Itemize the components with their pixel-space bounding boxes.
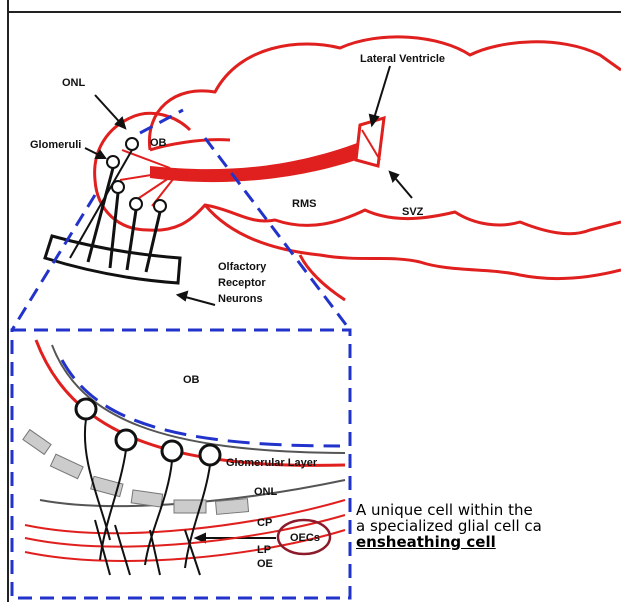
label-ob-top: OB: [150, 137, 167, 149]
label-cp: CP: [257, 517, 272, 529]
label-rms: RMS: [292, 198, 316, 210]
label-onl-top: ONL: [62, 77, 86, 89]
rms-stream: [150, 118, 384, 182]
caption-line-1: A unique cell within the: [356, 502, 621, 518]
label-glomeruli: Glomeruli: [30, 139, 81, 151]
inset-box: [12, 110, 350, 598]
label-lp: LP: [257, 544, 271, 556]
label-orn-2: Receptor: [218, 277, 266, 289]
label-svz: SVZ: [402, 206, 424, 218]
label-onl-inset: ONL: [254, 486, 278, 498]
caption-text: A unique cell within the a specialized g…: [356, 502, 621, 550]
label-lateral-ventricle: Lateral Ventricle: [360, 53, 445, 65]
label-ob-inset: OB: [183, 374, 200, 386]
label-glomerular-layer: Glomerular Layer: [226, 457, 318, 469]
label-orn-1: Olfactory: [218, 261, 267, 273]
caption-line-2: a specialized glial cell ca: [356, 518, 621, 534]
label-oe: OE: [257, 558, 273, 570]
caption-term: ensheathing cell: [356, 534, 621, 550]
label-orn-3: Neurons: [218, 293, 263, 305]
label-oecs: OECs: [290, 532, 320, 544]
